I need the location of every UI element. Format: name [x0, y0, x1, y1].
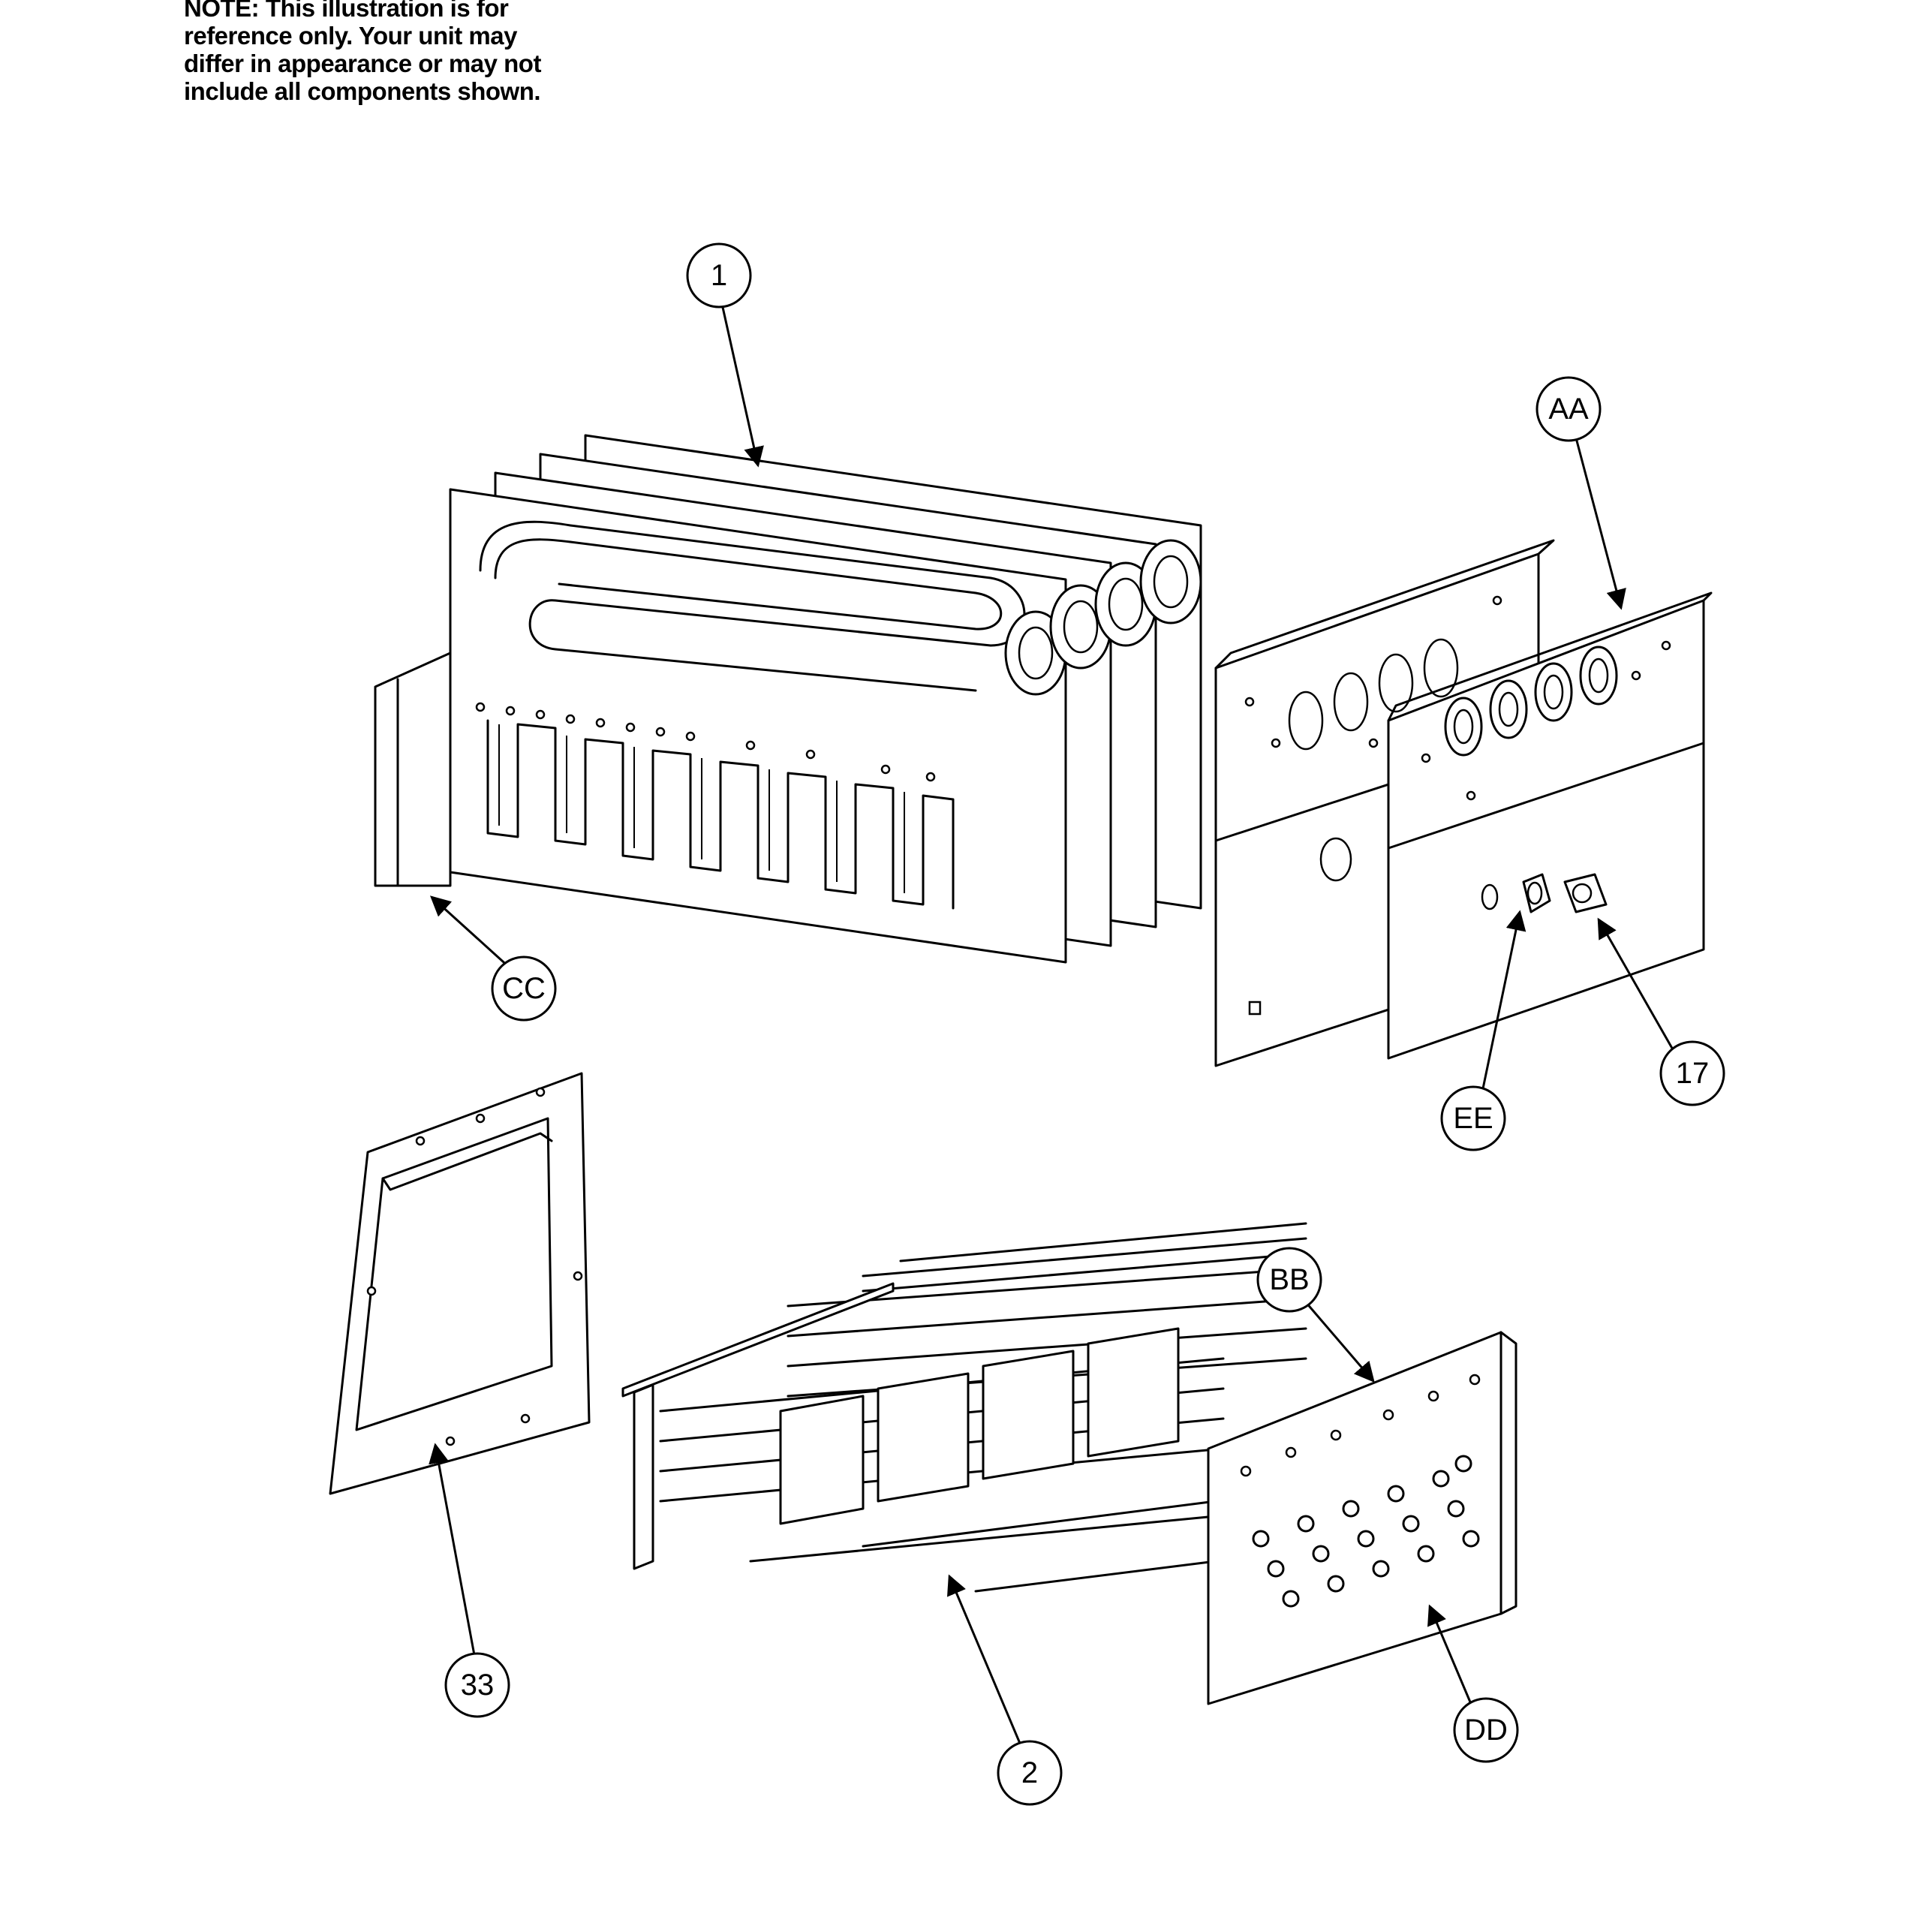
- callout-label: DD: [1464, 1714, 1508, 1747]
- callout-label: 33: [461, 1669, 495, 1702]
- callout-dd: DD: [1427, 1604, 1519, 1763]
- callout-cc: CC: [429, 895, 557, 1022]
- callout-label: 1: [711, 259, 727, 292]
- callout-33: 33: [429, 1443, 510, 1718]
- callout-aa: AA: [1536, 376, 1626, 610]
- callout-17: 17: [1597, 917, 1725, 1106]
- callout-label: CC: [502, 972, 546, 1005]
- callout-label: 17: [1676, 1057, 1710, 1090]
- heat-exchanger-drawing: [374, 434, 1202, 964]
- callout-label: BB: [1269, 1263, 1309, 1296]
- reference-note: NOTE: This illustration is for reference…: [184, 0, 604, 105]
- callout-1: 1: [686, 242, 764, 468]
- vestibule-panel-front-drawing: [1387, 591, 1713, 1060]
- note-line: reference only. Your unit may: [184, 22, 517, 50]
- callout-label: 2: [1021, 1756, 1038, 1789]
- callout-label: AA: [1548, 393, 1589, 426]
- callout-ee: EE: [1440, 910, 1526, 1151]
- callout-2: 2: [947, 1574, 1063, 1806]
- callout-label: EE: [1453, 1102, 1493, 1135]
- heater-element-assembly-drawing: [621, 1222, 1517, 1705]
- mounting-frame-drawing: [329, 1072, 591, 1495]
- note-line: differ in appearance or may not: [184, 50, 541, 77]
- callout-bb: BB: [1256, 1247, 1375, 1383]
- note-line: NOTE: This illustration is for: [184, 0, 509, 22]
- note-line: include all components shown.: [184, 77, 541, 105]
